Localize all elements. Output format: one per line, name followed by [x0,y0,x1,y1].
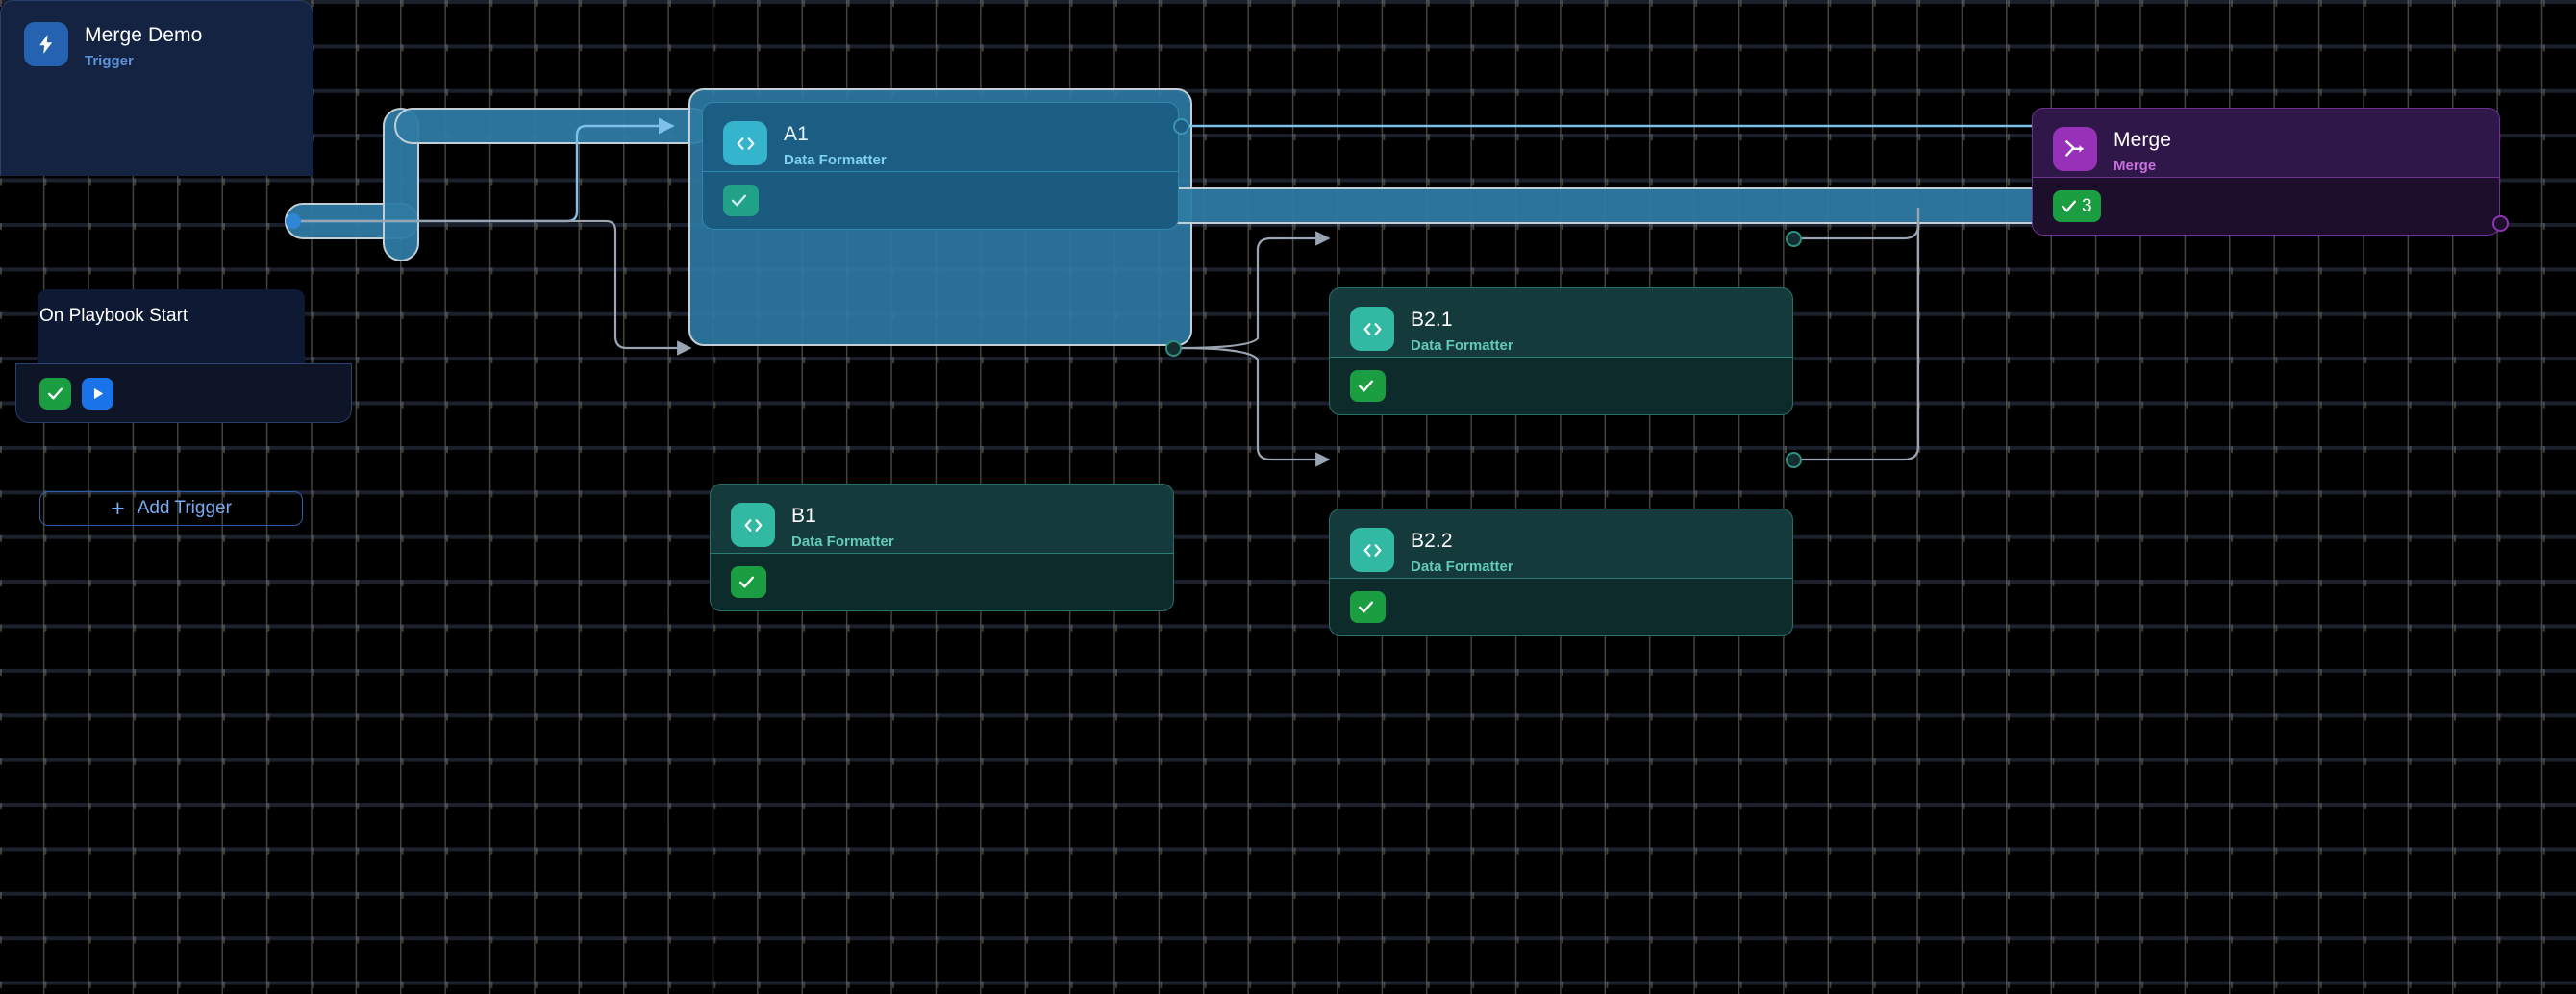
node-b1-subtitle: Data Formatter [791,534,894,550]
node-b21-output-port[interactable] [1786,231,1802,247]
node-b21-footer [1329,358,1793,415]
node-b1-title: B1 [791,505,816,527]
node-a1-status-badge[interactable] [723,185,759,216]
node-b21-status-badge[interactable] [1350,370,1386,402]
node-b22-output-port[interactable] [1786,452,1802,468]
node-b1-header: B1 Data Formatter [710,484,1174,554]
node-a1-output-port[interactable] [1173,118,1189,135]
trigger-node-footer [15,363,352,423]
node-merge-output-port[interactable] [2492,215,2509,232]
node-a1-text: A1 Data Formatter [784,121,887,171]
trigger-output-port[interactable] [286,213,301,229]
node-b22-status-badge[interactable] [1350,591,1386,623]
code-brackets-icon [1350,307,1394,351]
node-merge-text: Merge Merge [2113,127,2171,177]
node-merge-subtitle: Merge [2113,158,2157,174]
node-a1[interactable]: A1 Data Formatter [702,102,1179,230]
node-b21-title: B2.1 [1411,309,1453,331]
node-a1-footer [702,172,1179,230]
node-merge-header: Merge Merge [2032,108,2500,178]
trigger-subtitle: Trigger [85,53,134,69]
node-b22-footer [1329,579,1793,636]
node-b1[interactable]: B1 Data Formatter [710,484,1174,611]
node-merge[interactable]: Merge Merge 3 [2032,108,2500,236]
node-b1-footer [710,554,1174,611]
node-b22-subtitle: Data Formatter [1411,559,1513,575]
node-b21-text: B2.1 Data Formatter [1411,307,1513,357]
node-b1-output-port[interactable] [1165,340,1182,357]
node-merge-status-badge[interactable]: 3 [2053,190,2101,222]
node-b1-text: B1 Data Formatter [791,503,894,553]
merge-arrow-icon [2053,127,2097,171]
trigger-panel-label: On Playbook Start [39,306,188,326]
node-a1-header: A1 Data Formatter [702,102,1179,172]
code-brackets-icon [723,121,767,165]
code-brackets-icon [1350,528,1394,572]
node-merge-footer: 3 [2032,178,2500,236]
node-b22-text: B2.2 Data Formatter [1411,528,1513,578]
trigger-title: Merge Demo [85,24,203,46]
node-b21-subtitle: Data Formatter [1411,337,1513,354]
node-a1-title: A1 [784,123,809,145]
node-b22-header: B2.2 Data Formatter [1329,509,1793,579]
trigger-run-button[interactable] [82,377,113,410]
trigger-status-badge[interactable] [39,377,71,410]
add-trigger-label: Add Trigger [137,498,232,518]
code-brackets-icon [731,503,775,547]
lightning-bolt-icon [24,22,68,66]
add-trigger-button[interactable]: + Add Trigger [39,491,303,526]
node-a1-subtitle: Data Formatter [784,152,887,168]
node-b22-title: B2.2 [1411,530,1453,552]
trigger-node[interactable]: Merge Demo Trigger [0,0,313,176]
node-b1-status-badge[interactable] [731,566,766,598]
plus-icon: + [111,494,125,522]
trigger-node-header: Merge Demo Trigger [1,1,313,72]
trigger-node-text: Merge Demo Trigger [85,22,202,72]
node-merge-title: Merge [2113,129,2172,151]
node-b22[interactable]: B2.2 Data Formatter [1329,509,1793,636]
node-b21-header: B2.1 Data Formatter [1329,287,1793,358]
node-b21[interactable]: B2.1 Data Formatter [1329,287,1793,415]
node-merge-status-count: 3 [2082,195,2092,216]
